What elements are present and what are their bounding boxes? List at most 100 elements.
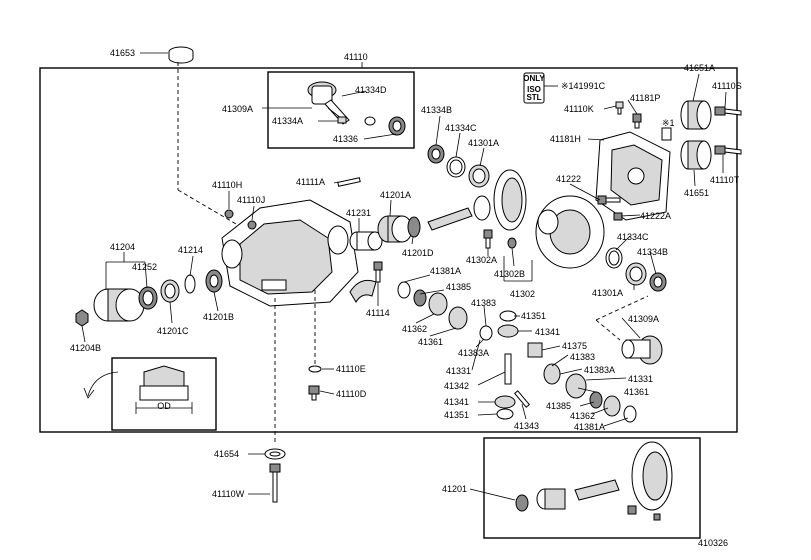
label-41222A: 41222A <box>640 211 671 221</box>
label-41361-top: 41361 <box>418 337 443 347</box>
label-41342: 41342 <box>444 381 469 391</box>
label-41385-top: 41385 <box>446 282 471 292</box>
part-41653-cap[interactable] <box>168 46 194 64</box>
label-41110J: 41110J <box>237 195 265 205</box>
part-41110J-plug[interactable] <box>247 220 257 230</box>
label-41334D: 41334D <box>355 85 387 95</box>
part-41361-gear-top[interactable] <box>448 306 468 330</box>
part-41341-gear-bottom[interactable] <box>494 395 516 409</box>
od-inset-frame <box>111 357 217 431</box>
label-41302: 41302 <box>510 289 535 299</box>
label-41204B: 41204B <box>70 343 101 353</box>
part-41334C-spacer-right[interactable] <box>605 247 623 269</box>
part-41362-gear-top[interactable] <box>428 292 448 316</box>
label-41302A: 41302A <box>466 255 497 265</box>
part-41110S-bolt[interactable] <box>714 106 742 116</box>
part-41654-gasket[interactable] <box>264 448 286 460</box>
label-41351-top: 41351 <box>521 311 546 321</box>
part-41302B-washer[interactable] <box>507 237 517 249</box>
part-41341-gear-top[interactable] <box>497 324 519 338</box>
part-41110-housing[interactable] <box>221 199 359 307</box>
part-41351-washer-top[interactable] <box>499 310 517 322</box>
label-41362-bottom: 41362 <box>570 411 595 421</box>
part-41343-pin[interactable] <box>513 390 531 408</box>
part-41336-seal[interactable] <box>388 116 406 136</box>
part-41181H-cover[interactable] <box>595 131 671 221</box>
label-41114: 41114 <box>366 308 390 318</box>
iso-tag-41991C[interactable]: ONLY ISO STL <box>523 72 545 104</box>
part-41385-washer-top[interactable] <box>413 289 427 307</box>
part-41383A-washer-right[interactable] <box>543 363 561 385</box>
part-41201-ring-gear-set[interactable] <box>515 441 673 521</box>
label-41181H: 41181H <box>550 134 581 144</box>
label-41334A: 41334A <box>272 116 303 126</box>
part-41375-block[interactable] <box>527 342 543 358</box>
part-41110W-stud[interactable] <box>269 463 281 503</box>
label-41301A-right: 41301A <box>592 288 623 298</box>
label-41331-right: 41331 <box>628 374 653 384</box>
part-star1-gasket[interactable] <box>661 127 672 141</box>
part-41110H-plug[interactable] <box>224 209 234 219</box>
label-41381A-bottom: 41381A <box>574 422 605 432</box>
part-41309A-flange-right[interactable] <box>621 335 663 365</box>
part-41110D-plug[interactable] <box>308 385 320 401</box>
part-41231-spacer[interactable] <box>349 231 383 251</box>
part-41110K-breather[interactable] <box>615 101 624 115</box>
label-41653: 41653 <box>110 48 135 58</box>
part-41222-bolt[interactable] <box>597 195 621 205</box>
label-41309A-top: 41309A <box>222 104 253 114</box>
part-41204B-nut[interactable] <box>75 309 89 327</box>
part-41181P-bolt[interactable] <box>632 113 642 129</box>
label-41222: 41222 <box>556 174 581 184</box>
part-41111A-pin[interactable] <box>337 177 361 187</box>
label-41651: 41651 <box>684 188 709 198</box>
label-41351-bottom: 41351 <box>444 410 469 420</box>
part-41362-gear-bottom[interactable] <box>603 395 621 417</box>
part-41201D-washer[interactable] <box>407 216 421 238</box>
part-pinion-shaft[interactable] <box>427 195 491 231</box>
part-ring-gear[interactable] <box>493 169 527 231</box>
label-41334C-right: 41334C <box>617 232 649 242</box>
label-41110T: 41110T <box>710 175 740 185</box>
label-41334B-right: 41334B <box>637 247 668 257</box>
part-41383-washer-top[interactable] <box>479 325 493 341</box>
part-41301A-bearing-top[interactable] <box>468 164 490 188</box>
part-41222A-bolt[interactable] <box>613 212 623 221</box>
label-41651A: 41651A <box>684 63 715 73</box>
part-41334D-washer[interactable] <box>364 116 376 126</box>
part-41201C-bearing[interactable] <box>160 279 180 303</box>
part-41204-flange[interactable] <box>93 288 145 322</box>
part-41334B-seal-top[interactable] <box>427 144 445 164</box>
part-41114-bracket[interactable] <box>349 279 377 303</box>
part-41302A-bolt[interactable] <box>483 229 493 249</box>
part-41309A-pinion-flange[interactable] <box>307 81 350 125</box>
part-41201B-bearing[interactable] <box>205 269 223 293</box>
part-41201A-bearing[interactable] <box>377 215 413 243</box>
part-41381A-washer-bottom[interactable] <box>623 405 637 423</box>
part-41342-shaft[interactable] <box>504 353 512 385</box>
diagram-code: 410326 <box>698 538 728 548</box>
part-41651A-mount[interactable] <box>680 100 712 130</box>
label-41110K: 41110K <box>564 104 594 114</box>
part-41351-washer-bottom[interactable] <box>496 408 514 420</box>
part-differential-case[interactable] <box>535 195 605 269</box>
part-41334B-seal-right[interactable] <box>649 272 667 292</box>
part-41361-gear-bottom[interactable] <box>565 373 587 399</box>
label-41201B: 41201B <box>203 312 234 322</box>
part-41651-mount[interactable] <box>680 140 712 170</box>
part-41114-bolt[interactable] <box>373 261 383 283</box>
label-41231: 41231 <box>346 208 371 218</box>
part-41301A-bearing-right[interactable] <box>625 262 647 286</box>
part-41110E-gasket[interactable] <box>308 365 322 373</box>
part-41334C-spacer-top[interactable] <box>446 156 466 178</box>
part-41385-washer-bottom[interactable] <box>589 391 603 409</box>
part-41381A-washer-top[interactable] <box>397 281 411 299</box>
part-41110T-bolt[interactable] <box>714 145 742 155</box>
label-41214: 41214 <box>178 245 203 255</box>
part-41252-seal[interactable] <box>138 286 158 310</box>
label-41201C: 41201C <box>157 326 189 336</box>
part-41334A-plug[interactable] <box>337 116 347 124</box>
part-41214-washer[interactable] <box>184 274 196 294</box>
label-41341-top: 41341 <box>535 327 560 337</box>
